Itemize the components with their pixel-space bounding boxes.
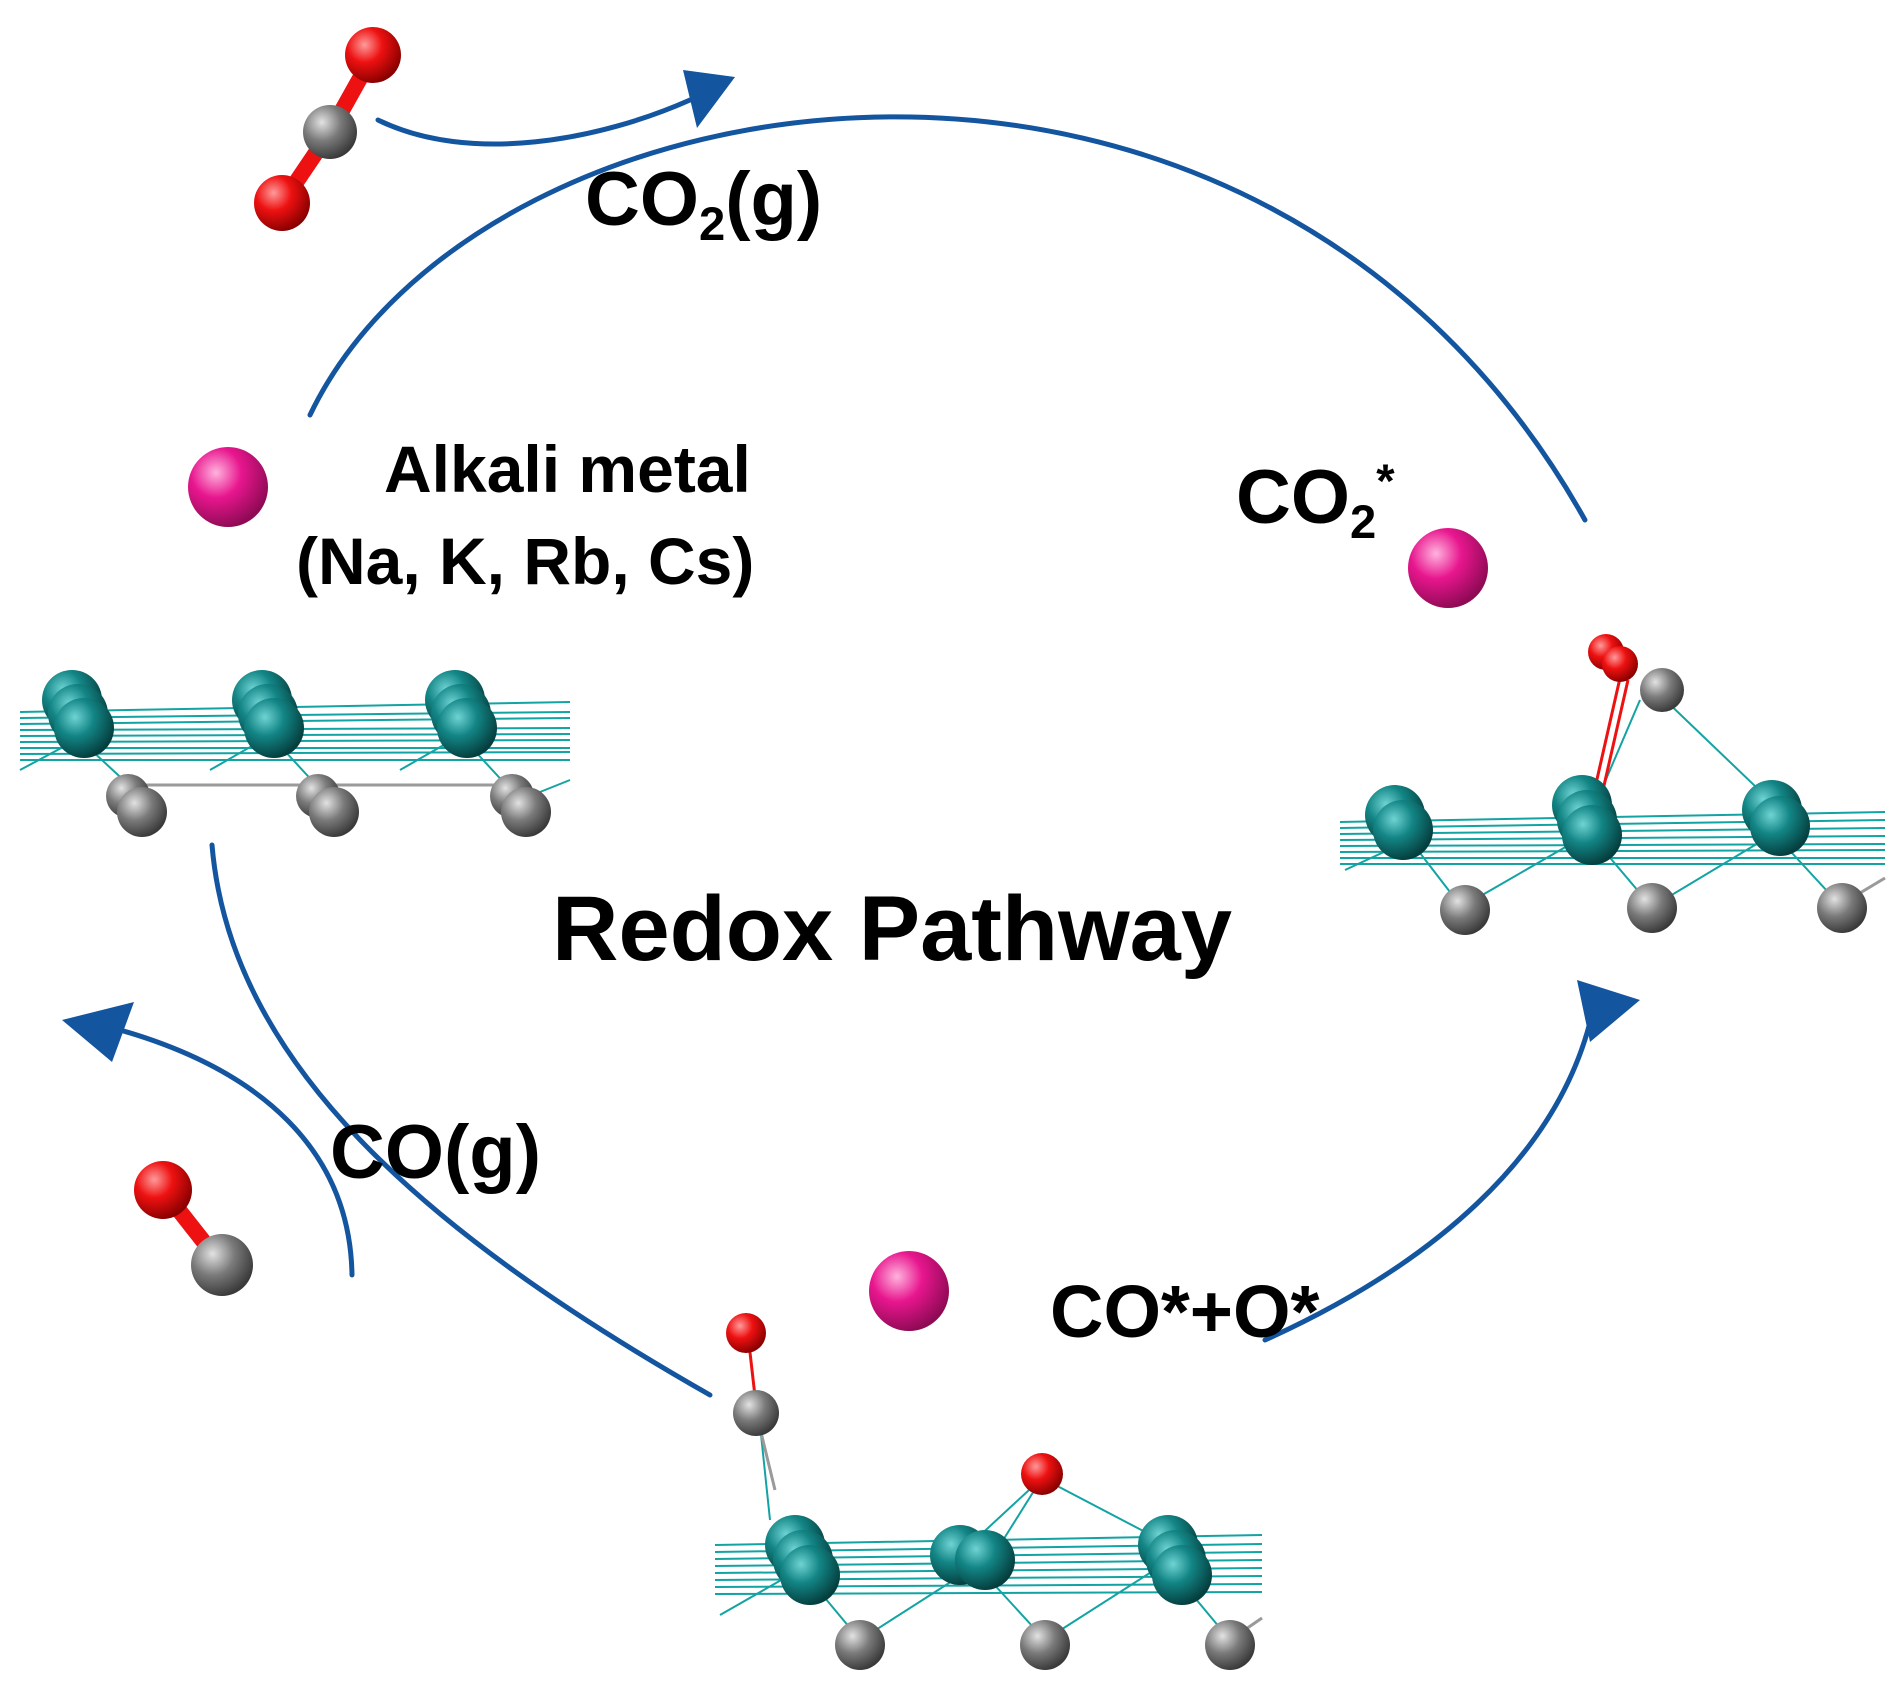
carbon-atom [191, 1234, 253, 1296]
arc-top [307, 114, 1588, 523]
co2-adsorbed-label-superscript: * [1376, 454, 1395, 508]
alkali-atom-co2 [1408, 528, 1488, 608]
co-outflow-curve [117, 1027, 355, 1278]
arrowhead-left-icon [62, 1002, 134, 1062]
arrowhead-right-icon [1577, 980, 1640, 1042]
co2-adsorbed-label-main: CO [1236, 455, 1350, 540]
arc-right [1262, 997, 1598, 1343]
oxygen-atom [134, 1161, 192, 1219]
co2-adsorbed-label: CO2* [1236, 457, 1395, 545]
co-gas-molecule [134, 1161, 253, 1296]
co2-gas-label-tail: (g) [725, 157, 823, 242]
surface-slab-co-o-adsorbed [714, 1313, 1263, 1670]
alkali-metal-label: Alkali metal [384, 432, 751, 506]
arrowhead-top-icon [683, 70, 735, 128]
co2-gas-label: CO2(g) [585, 162, 822, 248]
alkali-atom-legend [188, 447, 268, 527]
co-gas-label: CO(g) [330, 1110, 542, 1195]
arc-bottom-left [209, 842, 713, 1398]
alkali-metal-list-label: (Na, K, Rb, Cs) [296, 524, 755, 598]
co2-gas-label-subscript: 2 [699, 197, 726, 251]
arrowheads [62, 70, 1640, 1062]
oxygen-atom [345, 27, 401, 83]
co2-gas-molecule [254, 27, 401, 231]
diagram-title: Redox Pathway [552, 878, 1232, 980]
alkali-atom-coo [869, 1251, 949, 1331]
co2-inflow-curve [375, 97, 693, 147]
cycle-arrows [117, 97, 1598, 1398]
oxygen-atom [254, 175, 310, 231]
co2-gas-label-main: CO [585, 157, 699, 242]
carbon-atom [303, 105, 357, 159]
surface-slab-clean [19, 670, 571, 837]
co2-adsorbed-label-subscript: 2 [1350, 495, 1377, 549]
co-o-adsorbed-label: CO*+O* [1050, 1270, 1320, 1353]
surface-slab-co2-adsorbed [1339, 634, 1886, 935]
